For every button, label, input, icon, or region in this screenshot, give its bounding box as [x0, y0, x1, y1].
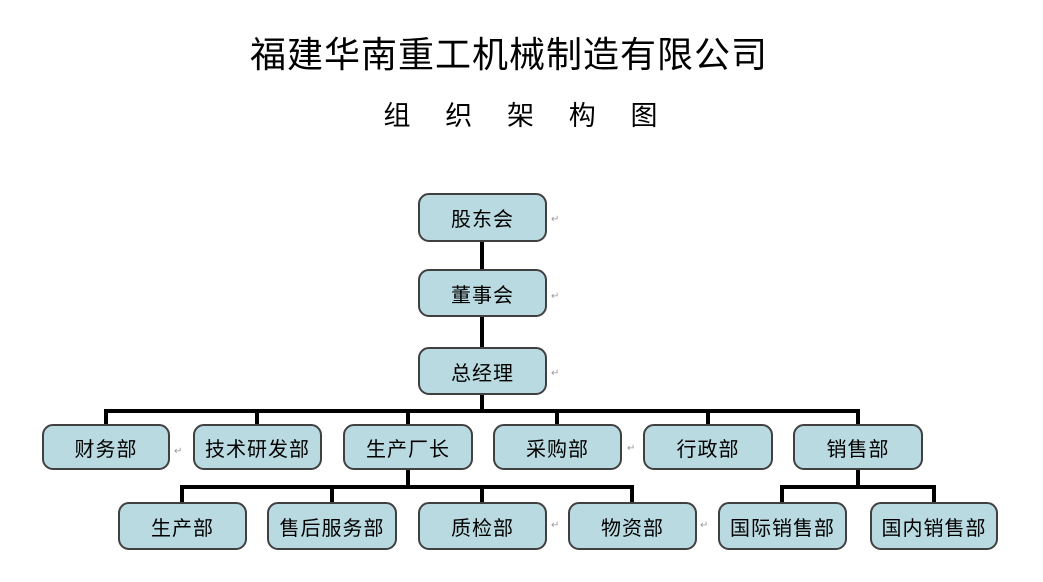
org-node-label: 董事会 [451, 284, 514, 307]
org-node-label: 生产部 [151, 517, 214, 540]
connector-line [406, 469, 410, 487]
anchor-mark-icon: ↵ [551, 368, 560, 379]
org-node-after-sales[interactable]: 售后服务部 [267, 502, 397, 550]
connector-line [406, 409, 410, 424]
connector-line [180, 485, 184, 502]
connector-line [856, 469, 860, 487]
org-node-label: 物资部 [601, 517, 664, 540]
anchor-mark-icon: ↵ [551, 214, 560, 225]
org-node-label: 股东会 [451, 209, 514, 231]
org-node-intl-sales[interactable]: 国际销售部 [718, 502, 847, 550]
org-node-label: 国际销售部 [730, 517, 835, 540]
org-node-finance[interactable]: 财务部 [42, 424, 170, 470]
org-node-general-manager[interactable]: 总经理 [418, 347, 547, 395]
org-node-admin[interactable]: 行政部 [643, 424, 773, 470]
connector-line [480, 316, 484, 348]
org-node-sales[interactable]: 销售部 [793, 424, 923, 470]
org-node-production-director[interactable]: 生产厂长 [343, 424, 473, 470]
connector-line [630, 485, 634, 502]
org-node-label: 售后服务部 [279, 517, 385, 540]
org-node-label: 销售部 [826, 438, 890, 461]
org-node-label: 质检部 [451, 517, 514, 540]
org-node-label: 生产厂长 [366, 438, 450, 461]
org-node-label: 总经理 [451, 362, 514, 385]
connector-line [856, 409, 860, 424]
org-node-label: 行政部 [676, 438, 740, 461]
org-node-production[interactable]: 生产部 [118, 502, 247, 550]
org-node-label: 技术研发部 [205, 438, 310, 461]
connector-line [330, 485, 334, 502]
org-node-board[interactable]: 董事会 [418, 269, 547, 317]
anchor-mark-icon: ↵ [551, 291, 560, 302]
connector-line [555, 409, 559, 424]
anchor-mark-icon: ↵ [174, 446, 183, 457]
connector-line [104, 409, 860, 413]
connector-line [480, 241, 484, 270]
anchor-mark-icon: ↵ [551, 520, 560, 531]
org-node-purchasing[interactable]: 采购部 [493, 424, 622, 470]
connector-line [780, 485, 936, 489]
connector-line [780, 485, 784, 502]
org-node-shareholders[interactable]: 股东会 [418, 193, 547, 242]
connector-line [480, 394, 484, 411]
anchor-mark-icon: ↵ [627, 443, 636, 454]
connector-line [255, 409, 259, 424]
anchor-mark-icon: ↵ [700, 520, 709, 531]
connector-line [104, 409, 108, 424]
connector-line [480, 485, 484, 502]
org-node-rnd[interactable]: 技术研发部 [193, 424, 322, 470]
chart-subtitle: 组 织 架 构 图 [383, 101, 660, 131]
org-node-label: 国内销售部 [881, 517, 987, 540]
org-node-label: 财务部 [74, 438, 138, 461]
company-title: 福建华南重工机械制造有限公司 [249, 35, 768, 75]
org-node-domestic-sales[interactable]: 国内销售部 [870, 502, 998, 550]
org-node-materials[interactable]: 物资部 [568, 502, 697, 550]
org-node-label: 采购部 [526, 438, 589, 461]
connector-line [932, 485, 936, 502]
connector-line [706, 409, 710, 424]
org-node-quality-control[interactable]: 质检部 [418, 502, 547, 550]
connector-line [180, 485, 634, 489]
